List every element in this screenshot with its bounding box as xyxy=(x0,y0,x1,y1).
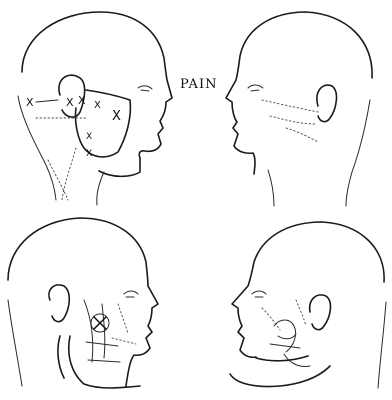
pain-mark-dash xyxy=(36,100,58,102)
head-bottom-right-eye xyxy=(252,291,266,297)
pain-x-mark: X xyxy=(86,149,92,159)
head-bottom-left-muscle xyxy=(84,300,120,362)
head-top-right xyxy=(226,12,372,206)
head-bottom-right-jaw xyxy=(230,356,330,387)
head-bottom-right xyxy=(230,222,386,388)
pain-x-mark: X xyxy=(26,96,34,109)
head-top-left-dotted-guide xyxy=(36,118,88,200)
pain-x-mark: X xyxy=(86,132,92,142)
head-top-left-eye xyxy=(138,86,152,91)
head-bottom-left-neck-back xyxy=(8,300,22,386)
head-bottom-right-ear xyxy=(310,295,331,330)
head-top-right-neck-front xyxy=(268,170,274,206)
head-top-right-eye xyxy=(248,85,263,91)
head-top-right-ear xyxy=(317,85,337,122)
pain-marks-top-left: X X X X X X X xyxy=(26,94,121,159)
head-bottom-left xyxy=(8,218,158,388)
head-top-left-neck-front xyxy=(97,172,104,205)
head-bottom-right-outline xyxy=(232,222,384,357)
pain-x-mark: X xyxy=(78,94,86,107)
pain-x-mark: X xyxy=(112,109,121,124)
pain-x-mark: X xyxy=(66,96,74,109)
head-bottom-left-ear xyxy=(49,285,69,322)
head-bottom-left-dotted-guide xyxy=(112,304,136,344)
head-bottom-right-dotted-guide xyxy=(262,300,306,330)
head-top-left-neck-back xyxy=(18,96,56,200)
head-top-right-outline xyxy=(226,12,372,174)
head-top-right-neck-back xyxy=(346,100,370,206)
head-top-left-outline xyxy=(22,12,172,176)
head-bottom-left-outline xyxy=(8,218,158,386)
head-top-right-dotted-guide xyxy=(262,100,318,142)
head-bottom-left-eye xyxy=(124,291,138,297)
head-bottom-right-neck-back xyxy=(378,302,386,388)
pain-x-mark: X xyxy=(94,100,101,111)
